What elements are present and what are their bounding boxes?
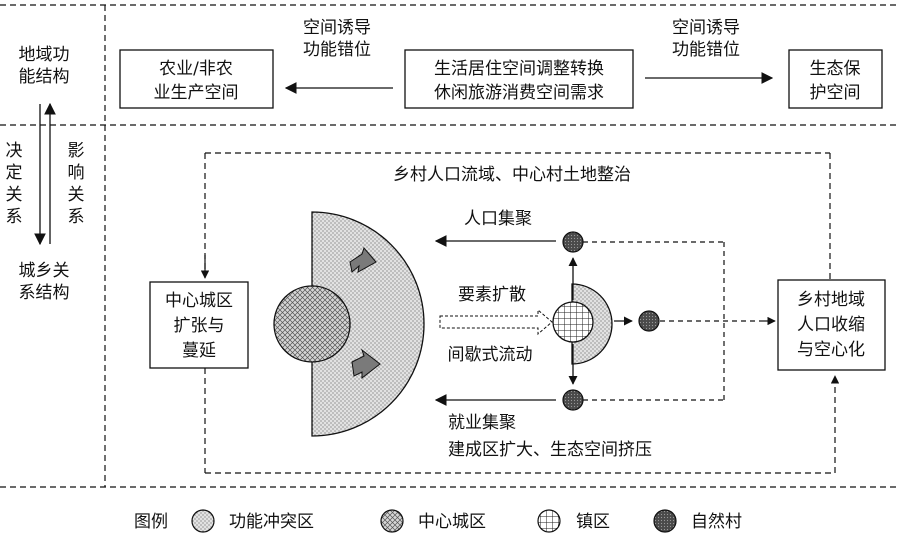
decide-char-2: 定 (6, 163, 23, 183)
agri-production-box (119, 49, 274, 109)
eco-protection-line1: 生态保 (810, 59, 861, 79)
frame-lines (0, 4, 900, 488)
eco-protection-line2: 护空间 (810, 83, 861, 103)
agri-production-line2: 业生产空间 (154, 83, 239, 103)
left-induce-label-line1: 空间诱导 (303, 18, 371, 38)
intermittent-flow-label: 间歇式流动 (448, 345, 533, 365)
top-row: 农业/非农 业生产空间 生活居住空间调整转换 休闲旅游消费空间需求 生态保 护空… (119, 18, 883, 109)
influence-char-4: 系 (68, 207, 85, 227)
village-top (562, 231, 584, 253)
legend-title: 图例 (134, 512, 168, 532)
population-label: 人口集聚 (464, 209, 532, 229)
eco-protection-box (788, 49, 883, 109)
expand-arrow-upper (349, 247, 377, 273)
legend-label-conflict: 功能冲突区 (229, 512, 314, 532)
village-dashed-links (583, 241, 760, 401)
built-up-label: 建成区扩大、生态空间挤压 (448, 440, 652, 460)
urban-rural-label-line2: 系结构 (19, 283, 70, 303)
dark-circle-icon (653, 509, 677, 533)
legend-label-village: 自然村 (691, 512, 742, 532)
legend-label-town: 镇区 (576, 512, 610, 532)
employment-label: 就业集聚 (448, 413, 516, 433)
decide-char-4: 系 (6, 207, 23, 227)
living-space-box (404, 49, 634, 109)
agri-production-line1: 农业/非农 (159, 59, 233, 79)
rural-shrink-line2: 人口收缩 (797, 315, 865, 335)
region-function-label-line2: 能结构 (19, 67, 70, 87)
main-area: 乡村人口流域、中心村土地整治 中心城区 扩张与 蔓延 乡村地域 人口收缩 与空心… (149, 152, 886, 474)
element-diffusion-label: 要素扩散 (458, 285, 526, 305)
left-induce-label-line2: 功能错位 (303, 40, 371, 60)
element-diffusion-arrow (439, 308, 553, 336)
main-title: 乡村人口流域、中心村土地整治 (393, 165, 631, 185)
decide-char-3: 关 (6, 185, 23, 205)
city-expansion-line2: 扩张与 (174, 316, 225, 336)
influence-char-1: 影 (68, 141, 85, 161)
living-space-line2: 休闲旅游消费空间需求 (434, 83, 604, 103)
town-circle (552, 301, 594, 343)
central-city-circle (273, 285, 351, 363)
right-induce-label-line2: 功能错位 (672, 40, 740, 60)
influence-char-3: 关 (68, 185, 85, 205)
village-bottom (562, 389, 584, 411)
influence-char-2: 响 (68, 163, 85, 183)
urban-rural-label-line1: 城乡关 (19, 261, 70, 281)
legend-label-city: 中心城区 (418, 512, 486, 532)
region-function-label-line1: 地域功 (19, 45, 70, 65)
rural-shrink-line3: 与空心化 (797, 340, 865, 360)
living-space-line1: 生活居住空间调整转换 (434, 59, 604, 79)
grid-circle-icon (537, 509, 561, 533)
legend: 图例 功能冲突区 中心城区 镇区 自然村 (134, 509, 742, 533)
village-right (638, 310, 660, 332)
function-conflict-zone (311, 211, 425, 437)
dotted-circle-icon (191, 509, 215, 533)
left-column: 地域功 能结构 决 定 关 系 影 响 关 系 城乡关 系结构 (6, 45, 85, 303)
rural-shrink-line1: 乡村地域 (797, 290, 865, 310)
city-expansion-line1: 中心城区 (165, 291, 233, 311)
crosshatch-circle-icon (380, 509, 404, 533)
city-expansion-box (149, 281, 249, 369)
decide-char-1: 决 (6, 141, 23, 161)
dashed-loop (204, 152, 835, 474)
right-induce-label-line1: 空间诱导 (672, 18, 740, 38)
expand-arrow-lower (351, 348, 381, 380)
rural-shrink-box (777, 279, 886, 371)
city-expansion-line3: 蔓延 (182, 341, 216, 361)
